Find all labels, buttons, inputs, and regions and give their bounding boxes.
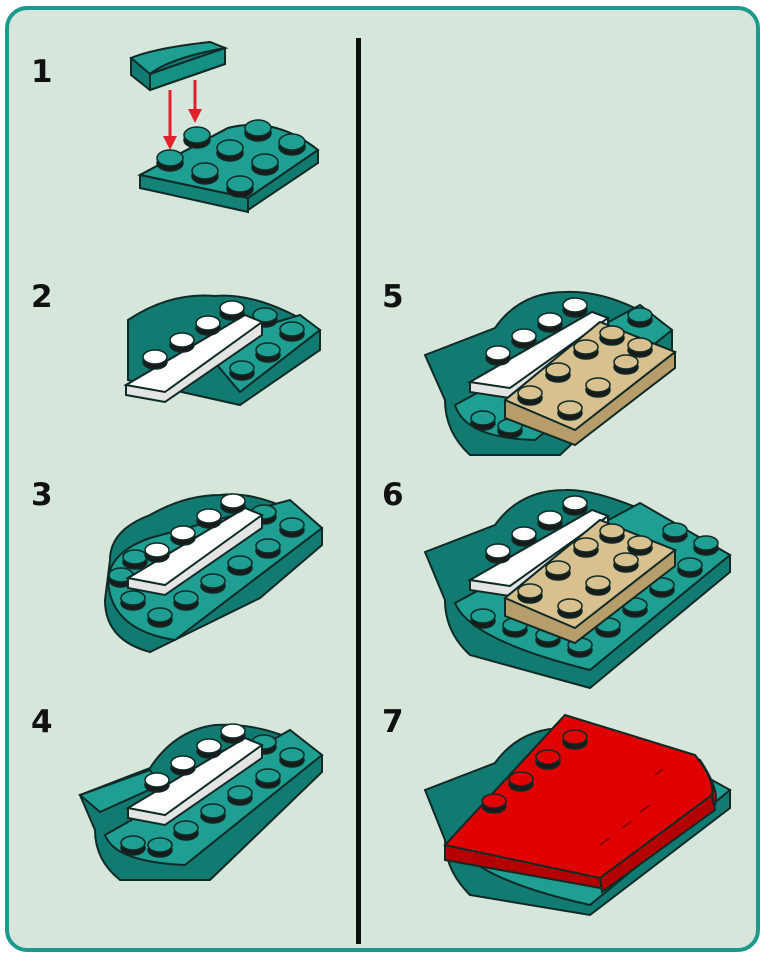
red-curved-slope-tile: [445, 715, 716, 892]
